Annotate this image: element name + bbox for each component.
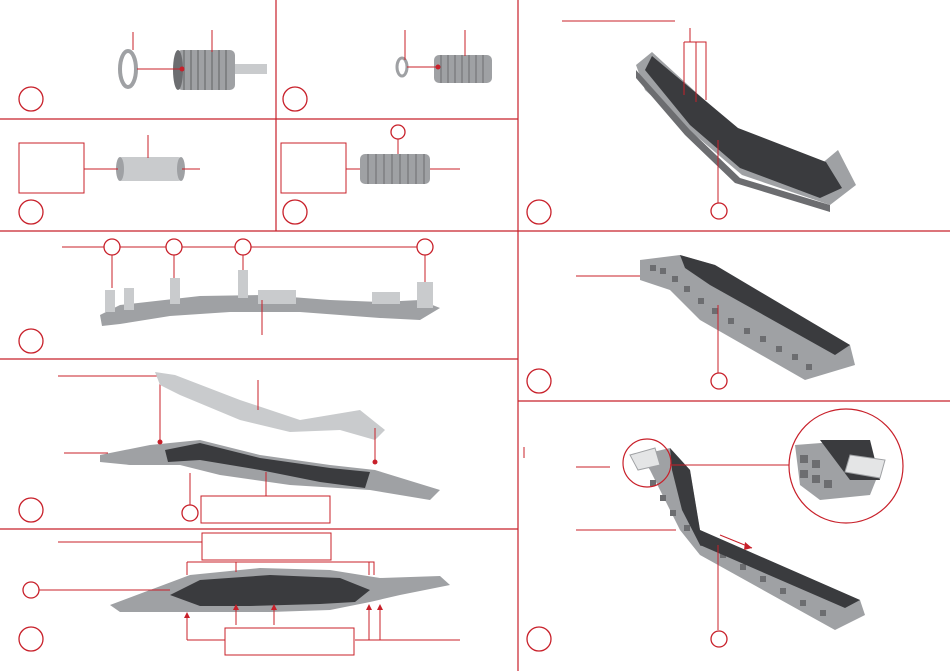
part-reference-badge bbox=[711, 631, 727, 647]
part-reference-badge bbox=[23, 582, 39, 598]
step-9-illustration bbox=[19, 533, 460, 655]
step-7-illustration bbox=[527, 255, 855, 393]
step-number-badge bbox=[283, 87, 307, 111]
roller-part bbox=[118, 157, 182, 181]
part-reference-badge bbox=[104, 239, 120, 255]
step-4-illustration bbox=[281, 125, 460, 224]
roller-part bbox=[360, 154, 430, 184]
step-number-badge bbox=[527, 627, 551, 651]
step-number-badge bbox=[19, 627, 43, 651]
ring-part bbox=[397, 58, 407, 76]
step-number-badge bbox=[19, 498, 43, 522]
step-2-illustration bbox=[283, 30, 492, 111]
callout-box bbox=[225, 628, 354, 655]
part-reference-badge bbox=[235, 239, 251, 255]
callout-box bbox=[202, 533, 331, 560]
part-reference-badge bbox=[391, 125, 405, 139]
part-reference-badge bbox=[166, 239, 182, 255]
step-number-badge bbox=[527, 200, 551, 224]
part-reference-badge bbox=[417, 239, 433, 255]
step-5-illustration bbox=[527, 21, 856, 224]
step-number-badge bbox=[19, 87, 43, 111]
step-1-illustration bbox=[19, 30, 267, 111]
step-10-illustration bbox=[524, 409, 903, 651]
axle-part bbox=[235, 64, 267, 74]
callout-box bbox=[19, 143, 84, 193]
step-number-badge bbox=[283, 200, 307, 224]
step-number-badge bbox=[19, 200, 43, 224]
step-3-illustration bbox=[19, 135, 200, 224]
step-6-illustration bbox=[19, 239, 440, 353]
step-number-badge bbox=[19, 329, 43, 353]
textured-belt-part bbox=[640, 255, 855, 380]
belt-part bbox=[645, 56, 842, 198]
part-reference-badge bbox=[711, 203, 727, 219]
rail-part bbox=[155, 372, 385, 440]
step-number-badge bbox=[527, 369, 551, 393]
callout-box bbox=[201, 496, 330, 523]
ring-part bbox=[120, 51, 136, 87]
callout-box bbox=[281, 143, 346, 193]
step-8-illustration bbox=[19, 372, 440, 523]
part-reference-badge bbox=[182, 505, 198, 521]
part-reference-badge bbox=[711, 373, 727, 389]
